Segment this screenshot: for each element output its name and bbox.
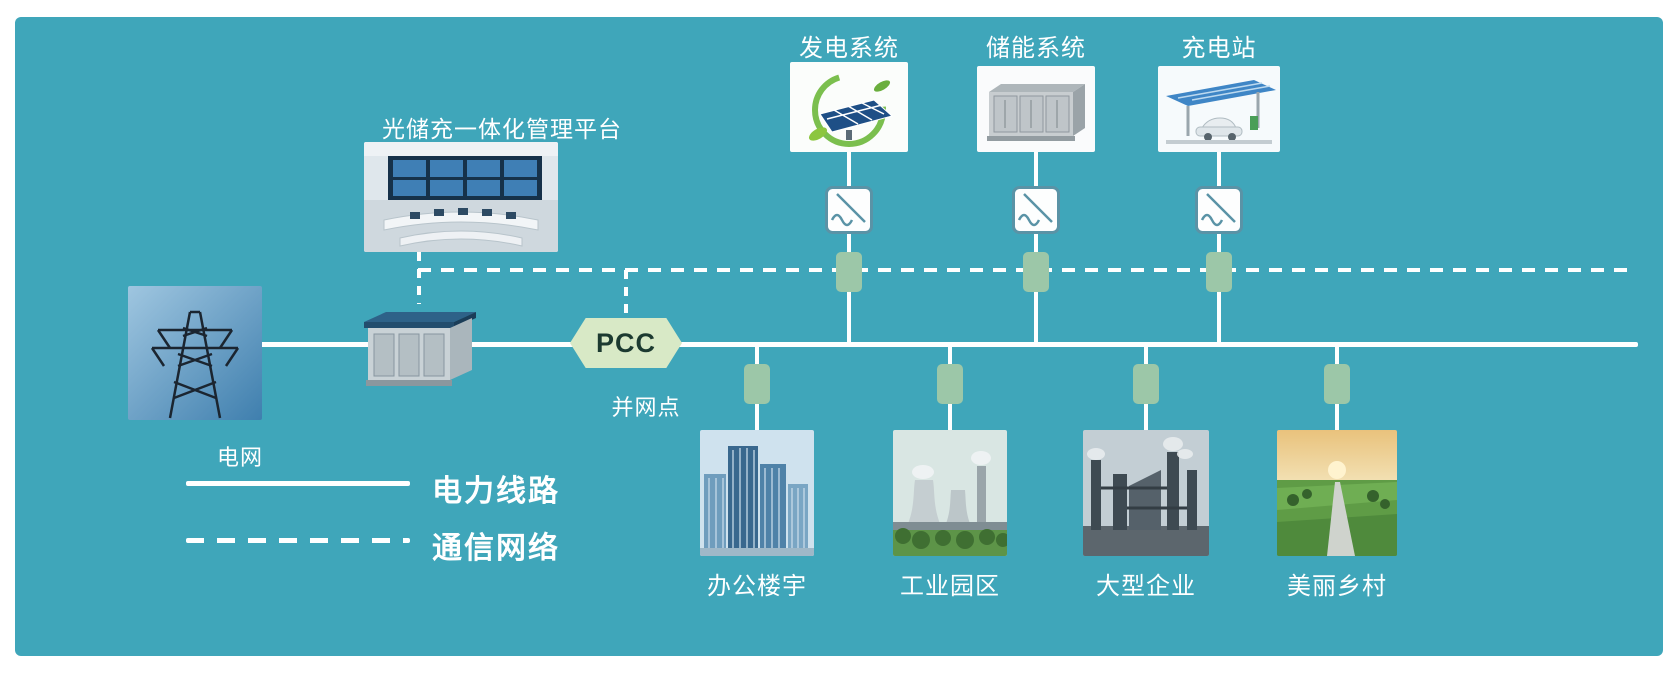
legend-power-label: 电力线路 [432,475,560,508]
charging-image [1158,66,1280,152]
legend-power-line-sample [186,481,410,486]
large-enterprise-illustration [1083,430,1209,556]
office-buildings-illustration [700,430,814,556]
office-label: 办公楼宇 [707,573,807,600]
comm-line-pcc [624,270,628,318]
solar-generation-illustration [790,62,908,152]
village-connector-node-icon [1324,364,1350,404]
substation-transformer-illustration [364,312,476,386]
generation-connector-node-icon [836,252,862,292]
power-bus-line [260,342,1638,347]
legend-comm-label: 通信网络 [432,532,560,565]
industrial-park-illustration [893,430,1007,556]
pcc-hexagon: PCC [570,318,682,368]
power-line-generation [847,150,851,346]
generation-label: 发电系统 [799,35,899,62]
storage-connector-node-icon [1023,252,1049,292]
platform-label: 光储充一体化管理平台 [382,116,622,142]
village-label: 美丽乡村 [1287,573,1387,600]
enterprise-connector-node-icon [1133,364,1159,404]
office-image [700,430,814,556]
grid-tower-image [128,286,262,420]
pcc-sublabel: 并网点 [611,395,681,420]
charging-inverter [1195,186,1243,234]
enterprise-image [1083,430,1209,556]
beautiful-village-illustration [1277,430,1397,556]
charging-connector-node-icon [1206,252,1232,292]
charging-station-illustration [1158,66,1280,152]
storage-container-illustration [977,66,1095,152]
village-image [1277,430,1397,556]
industrial-connector-node-icon [937,364,963,404]
power-line-charging [1217,150,1221,346]
enterprise-label: 大型企业 [1096,573,1196,600]
platform-image [364,142,558,252]
generation-image [790,62,908,152]
industrial-label: 工业园区 [900,573,1000,600]
legend-comm-line-sample [186,538,410,543]
office-connector-node-icon [744,364,770,404]
storage-inverter [1012,186,1060,234]
power-line-storage [1034,150,1038,346]
generation-inverter [825,186,873,234]
pcc-label: PCC [595,327,656,358]
inverter-icon [825,186,873,234]
charging-label: 充电站 [1181,35,1257,62]
grid-label: 电网 [216,445,263,470]
industrial-image [893,430,1007,556]
storage-label: 储能系统 [986,35,1086,62]
transmission-tower-illustration [128,286,262,420]
storage-image [977,66,1095,152]
control-room-illustration [364,142,558,252]
inverter-icon [1195,186,1243,234]
inverter-icon [1012,186,1060,234]
comm-line-platform [417,252,421,304]
transformer-image [358,300,482,390]
